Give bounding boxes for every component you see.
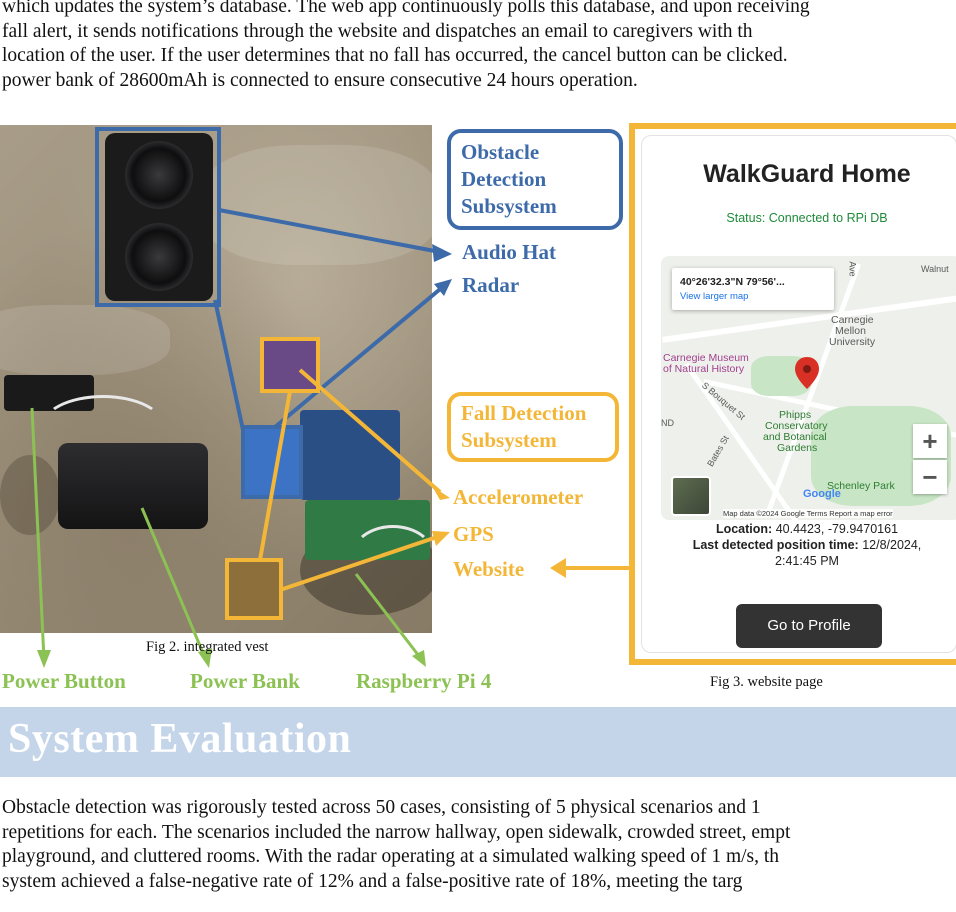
map-footer: Map data ©2024 Google Terms Report a map… (723, 509, 893, 518)
fall-box-line: Subsystem (461, 428, 557, 452)
website-page: WalkGuard Home Status: Connected to RPi … (641, 135, 956, 653)
raspberry-pi-label: Raspberry Pi 4 (356, 669, 492, 693)
intro-line: power bank of 28600mAh is connected to e… (2, 69, 638, 91)
view-larger-map-link[interactable]: View larger map (680, 291, 749, 302)
last-position-label: Last detected position time: (692, 538, 859, 552)
intro-line: which updates the system’s database. The… (2, 0, 810, 17)
evaluation-line: system achieved a false-negative rate of… (2, 870, 743, 892)
google-logo: Google (803, 488, 841, 500)
connection-status: Status: Connected to RPi DB (726, 211, 888, 225)
go-to-profile-button[interactable]: Go to Profile (736, 604, 882, 648)
map-info-card: 40°26'32.3"N 79°56'... View larger map (672, 268, 834, 310)
map-label: Carnegie Museum (663, 352, 749, 364)
website-label: Website (453, 557, 525, 581)
map-label: Conservatory (765, 420, 828, 432)
map-label: Schenley Park (827, 480, 895, 492)
map-label: Phipps (779, 409, 812, 421)
map-label: ND (661, 418, 674, 428)
audio-hat-speaker (105, 133, 213, 301)
intro-paragraph: which updates the system’s database. The… (2, 0, 956, 93)
fall-box-line: Fall Detection (461, 401, 587, 425)
map-label: Bates St (705, 433, 731, 469)
radar-label: Radar (462, 273, 520, 297)
location-value: 40.4423, -79.9470161 (775, 522, 899, 536)
satellite-toggle[interactable] (671, 476, 711, 516)
fall-detection-box: Fall Detection Subsystem (447, 392, 619, 462)
map-label: Ave (847, 261, 858, 277)
gps-label: GPS (453, 522, 494, 546)
obstacle-box-line: Subsystem (461, 194, 557, 218)
intro-line: location of the user. If the user determ… (2, 45, 788, 66)
map-pin-icon (795, 357, 819, 389)
section-header: System Evaluation (0, 707, 956, 777)
zoom-out-button[interactable]: − (913, 460, 947, 494)
map-label: of Natural History (663, 363, 745, 375)
section-title: System Evaluation (8, 716, 352, 762)
map-label: Walnut (921, 264, 949, 274)
map-coordinates: 40°26'32.3"N 79°56'... (680, 276, 785, 288)
zoom-in-button[interactable]: + (913, 424, 947, 458)
evaluation-paragraph: Obstacle detection was rigorously tested… (2, 796, 956, 894)
accelerometer-board (262, 339, 318, 391)
gps-board (228, 562, 280, 618)
obstacle-box-line: Detection (461, 167, 547, 191)
map-label: Mellon (835, 325, 866, 337)
obstacle-box-line: Obstacle (461, 140, 540, 164)
evaluation-line: playground, and cluttered rooms. With th… (2, 846, 780, 867)
audio-hat-label: Audio Hat (462, 240, 556, 264)
last-position-value: 12/8/2024, (862, 538, 922, 552)
evaluation-line: repetitions for each. The scenarios incl… (2, 821, 791, 843)
power-button-label: Power Button (2, 669, 126, 693)
location-line: Location: 40.4423, -79.9470161 (642, 522, 956, 536)
map-label: Carnegie (831, 314, 874, 326)
evaluation-line: Obstacle detection was rigorously tested… (2, 797, 761, 818)
map-label: Gardens (777, 442, 818, 454)
site-title: WalkGuard Home (703, 160, 911, 188)
hat-board (300, 410, 400, 500)
map-label: University (829, 336, 876, 348)
last-position-line: Last detected position time: 12/8/2024, (642, 538, 956, 552)
intro-line: fall alert, it sends notifications throu… (2, 20, 753, 42)
map-label: and Botanical (763, 431, 827, 443)
location-map[interactable]: Carnegie Museum of Natural History Carne… (661, 256, 956, 520)
location-label: Location: (715, 522, 773, 536)
obstacle-detection-box: Obstacle Detection Subsystem (447, 129, 623, 230)
website-screenshot: WalkGuard Home Status: Connected to RPi … (629, 123, 956, 665)
power-bank-label: Power Bank (190, 669, 300, 693)
accelerometer-label: Accelerometer (453, 485, 584, 509)
figure2-caption: Fig 2. integrated vest (146, 639, 269, 655)
figure3-caption: Fig 3. website page (710, 674, 823, 690)
last-position-time: 2:41:45 PM (775, 554, 839, 568)
